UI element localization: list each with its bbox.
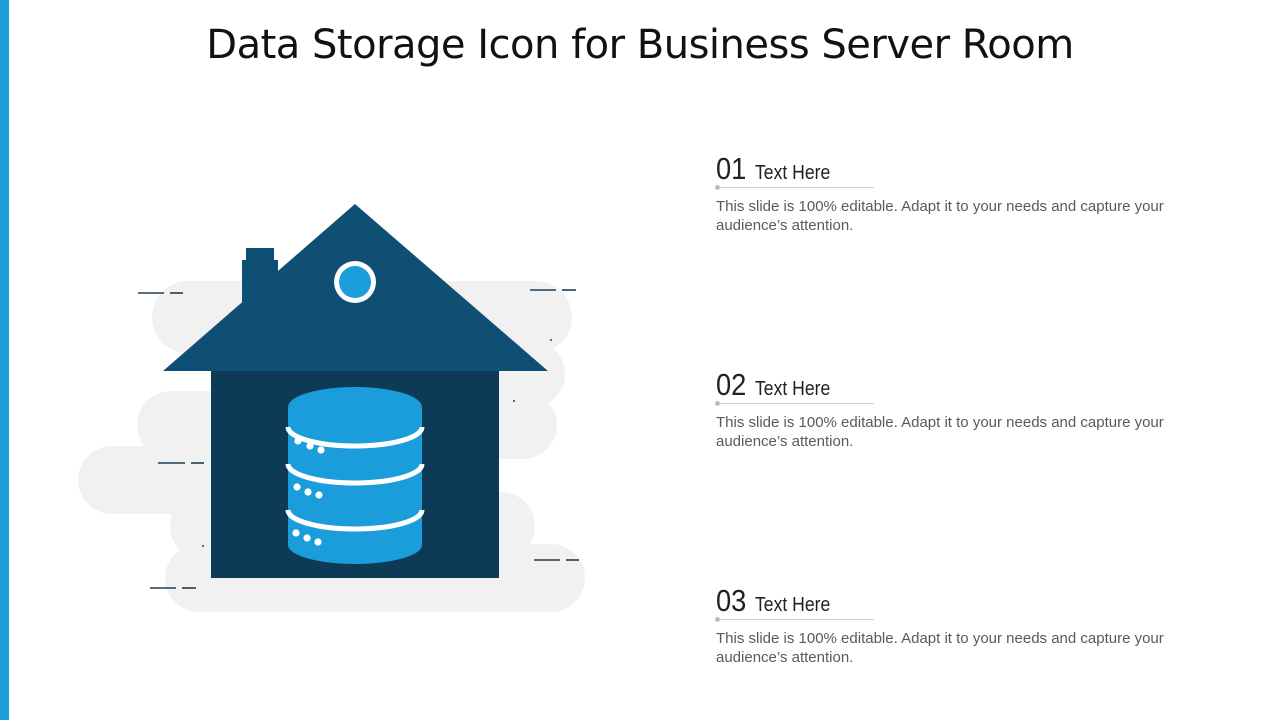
divider-dot	[715, 401, 720, 406]
item-label: Text Here	[755, 378, 831, 400]
item-number: 03	[716, 583, 747, 618]
list-item-03: 03 Text Here This slide is 100% editable…	[715, 583, 1216, 667]
item-description: This slide is 100% editable. Adapt it to…	[716, 630, 1164, 666]
decorative-dashes	[138, 289, 579, 589]
decorative-dots	[202, 339, 552, 547]
item-heading: 01 Text Here	[716, 151, 1216, 186]
server-dots-icon	[292, 437, 325, 546]
divider-dot	[715, 617, 720, 622]
item-number: 02	[716, 367, 747, 402]
divider-dot	[715, 185, 720, 190]
item-label: Text Here	[755, 594, 831, 616]
item-description: This slide is 100% editable. Adapt it to…	[716, 198, 1164, 234]
item-label: Text Here	[755, 162, 831, 184]
item-number: 01	[716, 151, 747, 186]
circular-window-icon	[334, 261, 376, 303]
house-database-illustration	[78, 204, 585, 612]
slide-title: Data Storage Icon for Business Server Ro…	[206, 22, 1074, 68]
item-heading: 03 Text Here	[716, 583, 1216, 618]
accent-bar	[0, 0, 9, 720]
list-item-01: 01 Text Here This slide is 100% editable…	[715, 151, 1216, 235]
item-description: This slide is 100% editable. Adapt it to…	[716, 414, 1164, 450]
item-divider	[715, 185, 874, 190]
item-heading: 02 Text Here	[716, 367, 1216, 402]
item-divider	[715, 401, 874, 406]
item-divider	[715, 617, 874, 622]
list-item-02: 02 Text Here This slide is 100% editable…	[715, 367, 1216, 451]
